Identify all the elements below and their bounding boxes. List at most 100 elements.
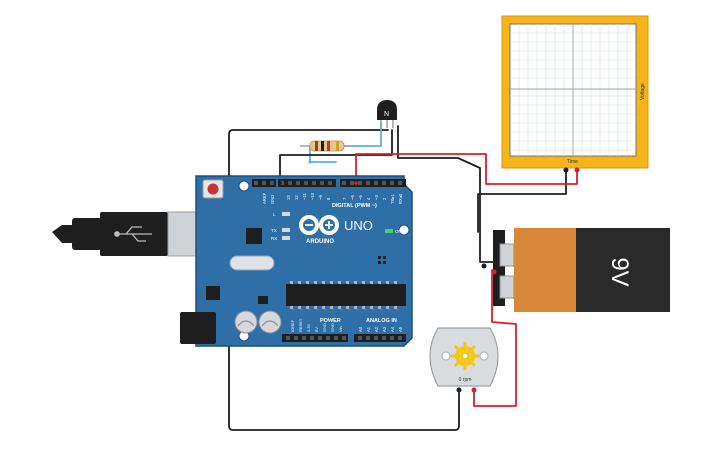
oscilloscope-center-axes xyxy=(510,24,636,156)
pin-label: RX◂0 xyxy=(398,193,403,204)
wire-black-emitter-battery[interactable] xyxy=(397,125,497,263)
power-jack xyxy=(180,312,216,344)
analog-pin-labels: A0 A1 A2 A3 A4 A5 xyxy=(358,326,403,332)
pin-label: TX▸1 xyxy=(390,194,395,204)
small-component xyxy=(258,296,268,304)
pin-label: 3.3V xyxy=(306,323,311,332)
digital-header-low[interactable] xyxy=(340,179,406,187)
pin-label: AREF xyxy=(262,192,267,204)
pin-label: A0 xyxy=(358,326,363,332)
digital-pin-labels: 13 12 ~11 ~10 ~9 8 7 ~6 ~5 4 ~3 2 TX▸1 R… xyxy=(286,192,403,204)
pin-label: 7 xyxy=(342,197,347,200)
dc-motor[interactable]: 0 rpm xyxy=(429,327,499,393)
led-l-label: L xyxy=(273,212,276,217)
led-tx-label: TX xyxy=(271,228,277,233)
pin-label: A1 xyxy=(366,326,371,332)
regulator-chip xyxy=(206,286,220,300)
wire-black-scope-battery[interactable] xyxy=(477,167,567,233)
pin-label: A5 xyxy=(398,326,403,332)
pin-label: 13 xyxy=(286,195,291,200)
capacitor xyxy=(234,310,258,334)
resistor[interactable] xyxy=(300,140,350,152)
led-tx xyxy=(282,228,290,232)
motor-terminal-positive[interactable] xyxy=(471,387,477,393)
wire-red-pin-scope[interactable] xyxy=(355,153,578,185)
pin-label: ~6 xyxy=(350,195,355,200)
usb-port-metal xyxy=(167,211,199,257)
wire-black-ground-loop[interactable] xyxy=(228,129,460,431)
analog-header[interactable] xyxy=(354,334,406,342)
resistor-band xyxy=(315,141,318,151)
led-on xyxy=(385,229,393,233)
bottom-header-holes xyxy=(286,336,402,340)
pin-label: ~10 xyxy=(310,192,315,200)
pin-label: GND xyxy=(270,195,275,204)
oscilloscope-time-label: Time xyxy=(567,159,578,165)
atmega-pins xyxy=(290,281,397,309)
reset-button-cap[interactable] xyxy=(207,183,219,195)
pin-label: Vin xyxy=(338,326,343,332)
pin-label: 12 xyxy=(294,195,299,200)
battery-9v[interactable]: 9V xyxy=(481,228,671,312)
battery-orange-body xyxy=(514,228,576,312)
arduino-logo: ARDUINO UNO xyxy=(299,215,373,245)
oscilloscope-voltage-label: Voltage xyxy=(640,83,646,100)
npn-transistor[interactable]: N xyxy=(377,100,397,128)
pin-label: ~11 xyxy=(302,193,307,200)
battery-terminal-negative[interactable] xyxy=(481,263,487,269)
pin-label: A3 xyxy=(382,326,387,332)
wire-red-battery-motor[interactable] xyxy=(473,269,517,407)
battery-terminal-stub xyxy=(499,275,515,299)
motor-screw-hole xyxy=(441,351,451,361)
pin-label: A4 xyxy=(390,326,395,332)
analog-label: ANALOG IN xyxy=(366,318,397,324)
usb-icon xyxy=(114,226,152,242)
battery-terminal-positive[interactable] xyxy=(491,269,497,275)
led-l xyxy=(282,212,290,216)
model-label: UNO xyxy=(344,218,373,233)
capacitor-mark xyxy=(237,320,255,327)
resistor-band xyxy=(321,141,324,151)
resistor-band xyxy=(327,141,330,151)
mount-hole xyxy=(398,224,410,236)
mount-hole xyxy=(238,180,250,192)
battery-black-body xyxy=(576,228,670,312)
pin-label: ~9 xyxy=(318,195,323,200)
capacitor xyxy=(258,310,282,334)
transistor-body[interactable] xyxy=(377,100,397,120)
atmega-microcontroller xyxy=(286,284,406,306)
status-leds: L TX RX xyxy=(271,212,290,241)
motor-shaft-gear-icon xyxy=(450,341,480,371)
capacitor-mark xyxy=(261,320,279,327)
pin-label: RESET xyxy=(298,318,303,332)
battery-terminal-stub xyxy=(499,243,515,267)
usb-chip xyxy=(246,228,262,244)
power-pin-labels: IOREF RESET 3.3V 5V GND GND Vin xyxy=(290,318,343,332)
wire-blue-transistor-base[interactable] xyxy=(344,121,382,147)
pin-label: GND xyxy=(330,323,335,332)
oscilloscope-terminal-positive[interactable] xyxy=(574,167,580,173)
pin-label: ~5 xyxy=(358,195,363,200)
oscilloscope-terminal-negative[interactable] xyxy=(563,167,569,173)
digital-header-label: DIGITAL (PWM ~) xyxy=(332,203,377,209)
power-header[interactable] xyxy=(282,334,348,342)
motor-rpm-readout: 0 rpm xyxy=(459,377,472,383)
led-rx xyxy=(282,236,290,240)
infinity-icon xyxy=(299,215,339,235)
arduino-uno-board[interactable]: AREF GND 13 12 ~11 ~10 ~9 8 7 ~6 ~5 4 ~3… xyxy=(52,175,413,347)
brand-label: ARDUINO xyxy=(306,239,334,245)
motor-terminal-negative[interactable] xyxy=(456,387,462,393)
pin-label: A2 xyxy=(374,326,379,332)
resistor-band xyxy=(336,141,339,151)
aref-pin-labels: AREF GND xyxy=(262,192,275,204)
pin-label: ~3 xyxy=(374,195,379,200)
icsp-header xyxy=(378,256,386,264)
led-rx-label: RX xyxy=(271,236,277,241)
crystal-oscillator xyxy=(229,255,275,271)
logo-symbols xyxy=(305,221,333,229)
oscilloscope[interactable]: Time Voltage xyxy=(501,15,649,173)
power-label: POWER xyxy=(320,318,341,324)
wire-black-pin-gnd[interactable] xyxy=(279,129,393,184)
digital-header-holes xyxy=(254,181,402,185)
